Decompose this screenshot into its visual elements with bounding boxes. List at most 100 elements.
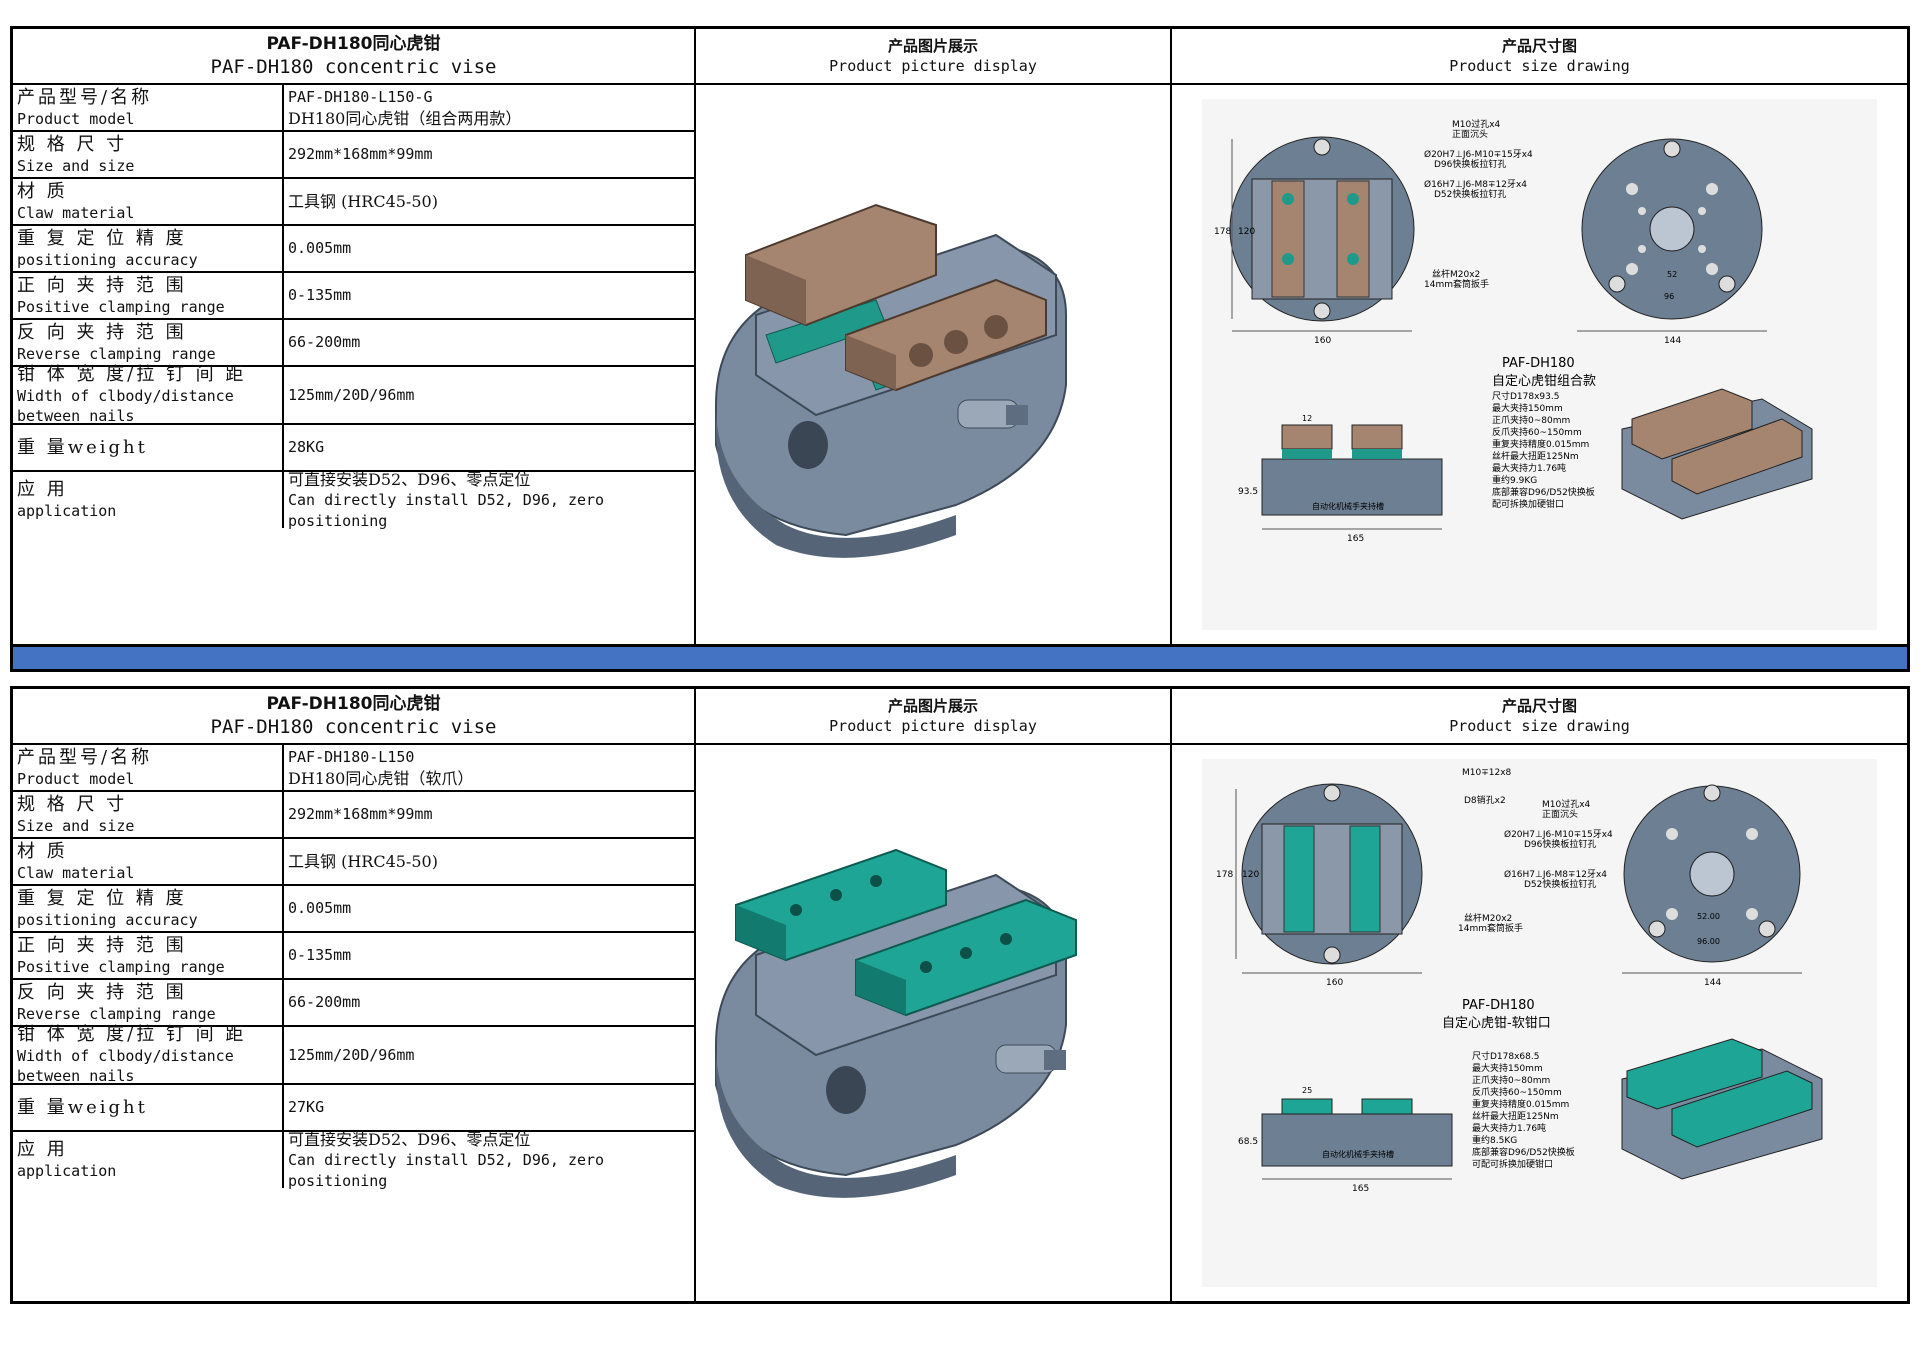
dim-96: 96.00	[1697, 937, 1720, 946]
spec-value-line: 66-200mm	[288, 333, 361, 351]
spec-value: 125mm/20D/96mm	[284, 1027, 694, 1083]
callout: 正面沉头	[1452, 129, 1488, 140]
spec-value: 0-135mm	[284, 273, 694, 318]
dim-160: 160	[1326, 978, 1343, 988]
drawing-title: PAF-DH180	[1502, 356, 1575, 371]
dim-12: 12	[1302, 414, 1312, 423]
spec-label: 重 量weight	[13, 425, 284, 470]
title-zh: PAF-DH180同心虎钳	[266, 34, 441, 54]
size-drawing-svg: 178 120 160 M10过孔x4 正面沉头 Ø20H7⊥J6-M10∓15…	[1214, 118, 1813, 544]
spec-header: PAF-DH180同心虎钳 PAF-DH180 concentric vise	[13, 29, 694, 85]
size-drawing: 178 120 160 M10∓12x8 D8销孔x2 M10过孔x4 正面沉头…	[1202, 759, 1877, 1287]
picture-header-zh: 产品图片展示	[887, 697, 978, 715]
callout: Ø16H7⊥J6-M8∓12牙x4	[1504, 869, 1607, 880]
dim-165: 165	[1352, 1184, 1369, 1194]
picture-header-en: Product picture display	[829, 57, 1037, 75]
spec-label-en: application	[17, 1162, 117, 1180]
spec-label-en: application	[17, 502, 117, 520]
drawing-header-en: Product size drawing	[1449, 57, 1630, 75]
dim-178: 178	[1214, 227, 1231, 237]
dim-96: 96	[1664, 292, 1674, 301]
spec-value-line: 66-200mm	[288, 993, 361, 1011]
spec-label-en: Product model	[17, 109, 135, 128]
picture-header-zh: 产品图片展示	[887, 37, 978, 55]
picture-column: 产品图片展示 Product picture display	[696, 29, 1172, 644]
spec-value-line: Can directly install D52, D96, zero	[288, 490, 605, 509]
spec-value-line: Can directly install D52, D96, zero	[288, 1150, 605, 1169]
drawing-header-en: Product size drawing	[1449, 717, 1630, 735]
spec-label-en: Claw material	[17, 863, 135, 882]
spec-label-zh: 应 用	[17, 479, 68, 500]
spec-value-line: PAF-DH180-L150	[288, 747, 415, 766]
callout: M10∓12x8	[1462, 768, 1512, 778]
spec-label-zh: 正 向 夹 持 范 围	[17, 274, 187, 296]
base-text: 自动化机械手夹持槽	[1312, 501, 1384, 511]
vise-render-combo	[715, 203, 1067, 558]
spec-value: 66-200mm	[284, 320, 694, 365]
spec-label: 重 量weight	[13, 1085, 284, 1130]
base-text: 自动化机械手夹持槽	[1322, 1149, 1394, 1159]
spec-label-zh: 材 质	[17, 840, 68, 862]
spec-value-line: DH180同心虎钳（软爪）	[288, 768, 474, 788]
drawing-header: 产品尺寸图 Product size drawing	[1172, 29, 1907, 85]
dim-685: 68.5	[1238, 1137, 1258, 1147]
spec-label-zh: 规 格 尺 寸	[17, 133, 128, 155]
dim-165: 165	[1347, 534, 1364, 544]
spec-value-line: PAF-DH180-L150-G	[288, 87, 433, 106]
spec-note: 重复夹持精度0.015mm	[1472, 1098, 1569, 1110]
spec-value-line: positioning	[288, 1171, 388, 1190]
callout: D52快换板拉钉孔	[1524, 878, 1596, 890]
divider-band	[13, 644, 1907, 669]
spec-label-en: between nails	[17, 407, 135, 425]
spec-note: 正爪夹持0~80mm	[1472, 1074, 1550, 1086]
picture-column: 产品图片展示 Product picture display	[696, 689, 1172, 1301]
spec-value-line: 125mm/20D/96mm	[288, 385, 415, 404]
spec-label-en: Width of clbody/distance	[17, 387, 234, 405]
dim-160: 160	[1314, 336, 1331, 346]
spec-note: 丝杆最大扭距125Nm	[1472, 1110, 1559, 1122]
spec-value: 292mm*168mm*99mm	[284, 792, 694, 837]
spec-value-line: 可直接安装D52、D96、零点定位	[288, 469, 531, 489]
spec-column: PAF-DH180同心虎钳 PAF-DH180 concentric vise …	[13, 689, 696, 1301]
spec-value-line: DH180同心虎钳（组合两用款）	[288, 108, 522, 128]
spec-value: 66-200mm	[284, 980, 694, 1025]
spec-label-zh: 重 复 定 位 精 度	[17, 227, 187, 249]
spec-value: 0.005mm	[284, 886, 694, 931]
callout: 丝杆M20x2	[1464, 912, 1512, 924]
spec-notes: 尺寸D178x68.5最大夹持150mm正爪夹持0~80mm反爪夹持60~150…	[1472, 1050, 1575, 1170]
callout: D52快换板拉钉孔	[1434, 188, 1506, 200]
spec-label-en: Width of clbody/distance	[17, 1047, 234, 1065]
callout: Ø16H7⊥J6-M8∓12牙x4	[1424, 179, 1527, 190]
spec-value: 292mm*168mm*99mm	[284, 132, 694, 177]
product-photo	[696, 745, 1170, 1301]
spec-value-line: 292mm*168mm*99mm	[288, 145, 433, 163]
spec-label-en: Size and size	[17, 156, 135, 175]
spec-column: PAF-DH180同心虎钳 PAF-DH180 concentric vise …	[13, 29, 696, 644]
spec-value: 0-135mm	[284, 933, 694, 978]
spec-label-en: Size and size	[17, 816, 135, 835]
spec-value-line: 28KG	[288, 438, 325, 456]
spec-label-en: Claw material	[17, 203, 135, 222]
picture-header: 产品图片展示 Product picture display	[696, 29, 1170, 85]
callout: M10过孔x4	[1452, 118, 1501, 130]
spec-label-en: Positive clamping range	[17, 957, 225, 976]
drawing-subtitle: 自定心虎钳组合款	[1492, 374, 1596, 389]
spec-note: 最大夹持150mm	[1472, 1062, 1543, 1074]
spec-label-zh: 产品型号/名称	[17, 746, 153, 768]
dim-935: 93.5	[1238, 487, 1258, 497]
